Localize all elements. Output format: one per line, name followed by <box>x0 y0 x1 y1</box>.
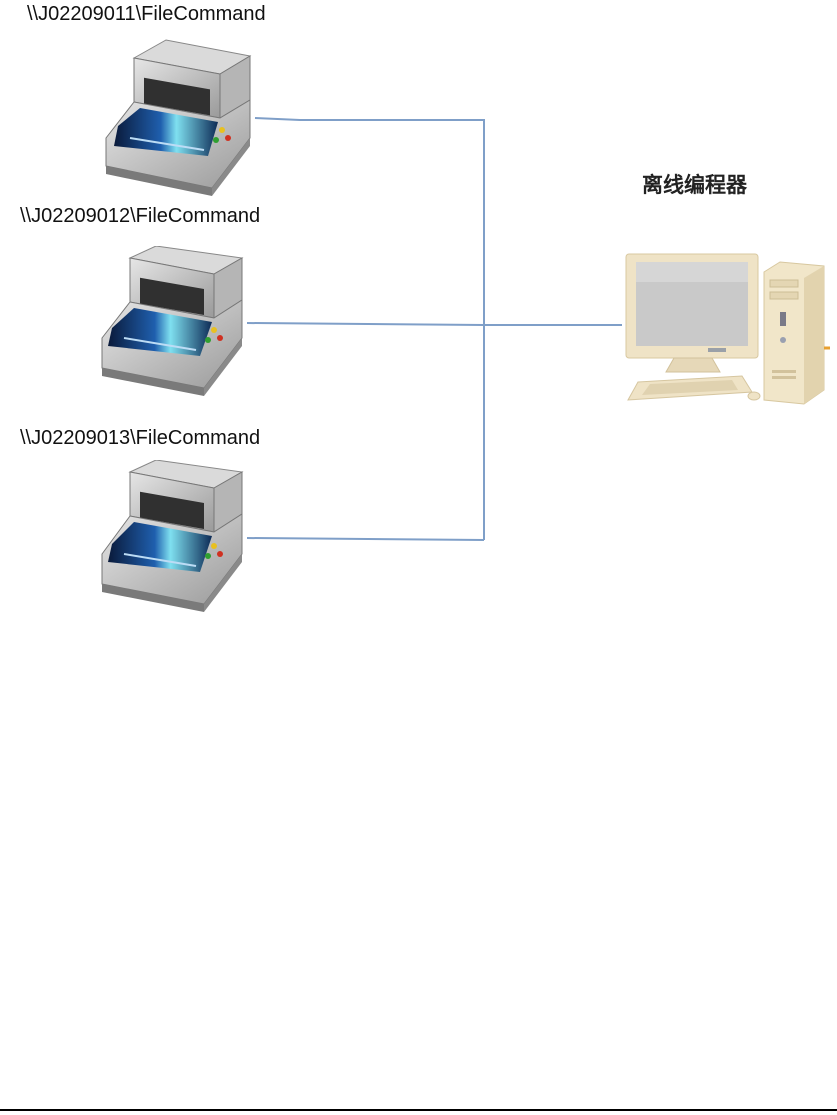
machine-2-path-label: \\J02209012\FileCommand <box>20 206 260 226</box>
desktop-computer-icon <box>620 250 830 412</box>
link-machine-2 <box>247 323 484 325</box>
page-footer-rule <box>0 1109 837 1111</box>
link-machine-1 <box>255 118 484 540</box>
offline-programmer-label: 离线编程器 <box>642 175 747 196</box>
programming-machine-1-icon <box>100 38 260 196</box>
machine-3-path-label: \\J02209013\FileCommand <box>20 428 260 448</box>
link-machine-3 <box>247 538 484 540</box>
machine-1-path-label: \\J02209011\FileCommand <box>27 4 266 24</box>
programming-machine-2-icon <box>96 246 248 396</box>
programming-machine-3-icon <box>96 460 248 612</box>
